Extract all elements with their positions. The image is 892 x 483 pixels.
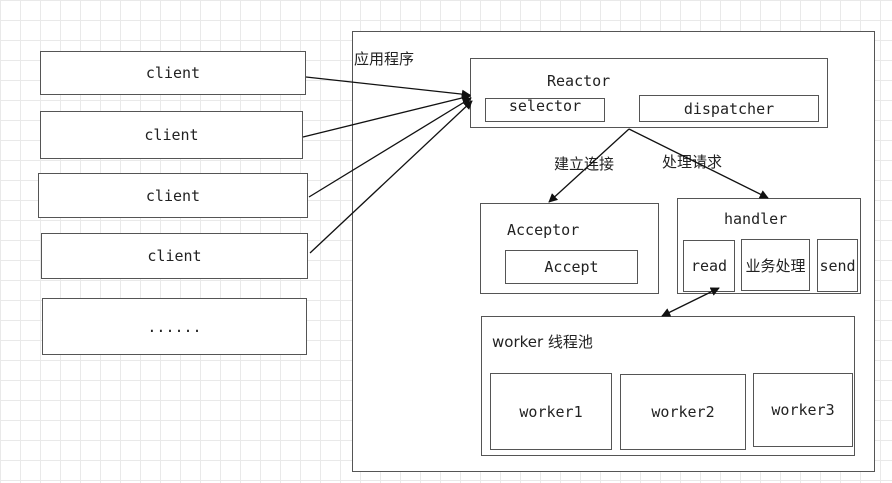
client-box-more: ...... [42, 298, 307, 355]
client-box-4: client [41, 233, 308, 279]
client-box-1: client [40, 51, 306, 95]
dispatcher-label: dispatcher [683, 99, 775, 118]
accept-box: Accept [505, 250, 638, 284]
accept-label: Accept [544, 258, 599, 276]
client-label: client [145, 64, 201, 82]
client-box-3: client [38, 173, 308, 218]
worker-box-2: worker2 [620, 374, 746, 450]
worker-label: worker3 [771, 401, 835, 419]
read-box: read [683, 240, 735, 292]
send-label: send [819, 256, 856, 275]
client-ellipsis-label: ...... [147, 317, 202, 336]
worker-pool-title: worker 线程池 [492, 333, 593, 351]
worker-label: worker2 [651, 403, 715, 421]
worker-box-3: worker3 [753, 373, 853, 447]
client-label: client [145, 186, 201, 205]
client-label: client [147, 247, 202, 265]
edge-label-process: 处理请求 [662, 153, 723, 171]
handler-title: handler [724, 210, 788, 228]
client-box-2: client [40, 111, 303, 159]
read-label: read [690, 257, 728, 275]
selector-label: selector [508, 97, 582, 115]
edge-label-connect: 建立连接 [554, 155, 615, 173]
business-box: 业务处理 [741, 239, 810, 291]
acceptor-title: Acceptor [507, 221, 580, 239]
application-title: 应用程序 [354, 50, 415, 68]
business-label: 业务处理 [745, 256, 806, 275]
reactor-title: Reactor [547, 72, 611, 90]
dispatcher-box: dispatcher [639, 95, 819, 122]
worker-label: worker1 [519, 402, 583, 421]
send-box: send [817, 239, 858, 292]
selector-box: selector [485, 97, 605, 122]
client-label: client [144, 126, 199, 144]
worker-box-1: worker1 [490, 373, 612, 450]
